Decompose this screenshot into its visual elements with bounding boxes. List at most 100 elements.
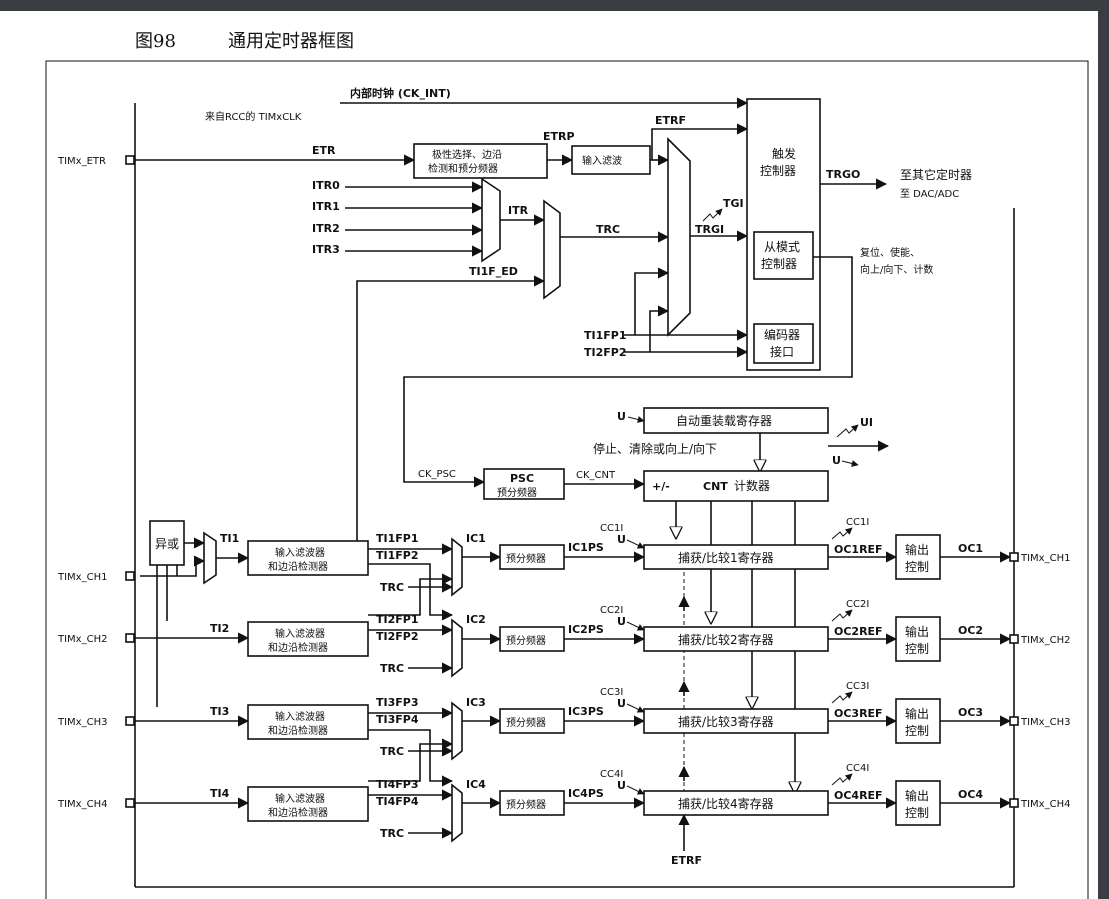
ch3-icps-label: IC3PS (568, 705, 604, 718)
ch1-ic-mux (451, 537, 463, 597)
ch2-fpb-label: TI2FP2 (376, 630, 418, 643)
ck-int-label: 内部时钟 (CK_INT) (350, 86, 451, 100)
ti4fp3-cross (368, 738, 454, 782)
polarity-line-1: 极性选择、边沿 (432, 148, 502, 161)
ch1-filter-line-1: 输入滤波器 (275, 546, 325, 559)
ch3-filter-line-1: 输入滤波器 (275, 710, 325, 723)
cnt-suffix-label: 计数器 (734, 478, 770, 493)
ch1-cci-in-label: CC1I (600, 523, 623, 534)
ch2-u-label: U (617, 615, 626, 628)
ch4-fpb-label: TI4FP4 (376, 795, 419, 808)
ch3-u-arrow (626, 703, 645, 713)
ch1-fpb-label: TI1FP2 (376, 549, 418, 562)
ch3-trc-label: TRC (380, 745, 404, 758)
ti3fp4-cross (368, 729, 454, 787)
itr0-label: ITR0 (312, 179, 340, 192)
psc-label: PSC (510, 472, 534, 485)
ch2-oc-label: OC2 (958, 624, 983, 637)
ch3-u-label: U (617, 697, 626, 710)
ch2-ic-mux (451, 618, 463, 678)
etr-filter-label: 输入滤波 (582, 154, 622, 167)
ch4-ccr-label: 捕获/比较4寄存器 (678, 796, 774, 811)
ch2-ccr-label: 捕获/比较2寄存器 (678, 632, 774, 647)
ch2-out-pin-icon (1009, 634, 1019, 644)
trgo-label: TRGO (826, 168, 860, 181)
slave-out-line-2: 向上/向下、计数 (860, 263, 933, 276)
ch4-cci-out-label: CC4I (846, 763, 869, 774)
ch2-pin-label: TIMx_CH2 (57, 634, 107, 645)
ch2-icps-label: IC2PS (568, 623, 604, 636)
ch4-filter-box (247, 786, 369, 822)
etrf-to-trigger (650, 123, 749, 161)
ch3-fpa-label: TI3FP3 (376, 696, 418, 709)
ch4-ic-label: IC4 (466, 778, 486, 791)
ch1-trc-label: TRC (380, 581, 404, 594)
encoder-line-1: 编码器 (764, 327, 800, 342)
slave-mode-line-1: 从模式 (764, 240, 800, 254)
ch3-out-pin-icon (1009, 716, 1019, 726)
arr-u-arrow (627, 416, 645, 423)
etrf-bottom-label: ETRF (671, 854, 702, 867)
ch4-pin-label: TIMx_CH4 (57, 799, 107, 810)
ch1-oc-label: OC1 (958, 542, 983, 555)
ch3-pin-label: TIMx_CH3 (57, 717, 107, 728)
slave-to-psc-line (403, 256, 853, 488)
ch2-cci-in-label: CC2I (600, 605, 623, 616)
ch1-pin-label: TIMx_CH1 (57, 572, 107, 583)
ch4-pin-icon (125, 798, 135, 808)
ch2-u-arrow (626, 621, 645, 631)
ch4-oc-label: OC4 (958, 788, 983, 801)
ch1-cci-out-label: CC1I (846, 517, 869, 528)
stop-clear-label: 停止、清除或向上/向下 (593, 441, 717, 456)
ch1-ocref-label: OC1REF (834, 543, 883, 556)
timer-block-diagram: 图98 通用定时器框图 内部时钟 (CK_INT) 来自RCC的 TIMxCLK… (45, 31, 1089, 899)
ch2-filter-line-2: 和边沿检测器 (268, 641, 328, 654)
slave-mode-box (753, 231, 814, 280)
ch1-output-ctrl-line-1: 输出 (905, 542, 929, 557)
xor-gate-label: 异或 (155, 537, 179, 551)
ti2fp1-cross (368, 573, 454, 616)
ch3-pin-icon (125, 716, 135, 726)
ui-label: UI (860, 416, 873, 429)
ti2-label: TI2 (210, 622, 229, 635)
etrf-label: ETRF (655, 114, 686, 127)
trc-mux (543, 199, 561, 300)
encoder-line-2: 接口 (770, 344, 794, 359)
ch3-cci-interrupt-icon (831, 691, 853, 704)
ch1-prescaler-box (499, 544, 565, 570)
update-u-arrow (841, 460, 859, 467)
ck-cnt-label: CK_CNT (576, 470, 616, 481)
ch2-trc-label: TRC (380, 662, 404, 675)
ch4-output-ctrl-line-1: 输出 (905, 788, 929, 803)
xor-gate-box (149, 520, 185, 566)
ti3-label: TI3 (210, 705, 229, 718)
channel-rows: TIMx_CH1输入滤波器和边沿检测器TI1FP1TI1FP2TRCIC1预分频… (57, 517, 1070, 843)
etr-pin-icon (125, 155, 135, 165)
ch4-u-label: U (617, 779, 626, 792)
ch4-output-ctrl-line-2: 控制 (905, 806, 929, 820)
ch3-fpb-label: TI3FP4 (376, 713, 419, 726)
trgo-dest-2: 至 DAC/ADC (900, 188, 959, 200)
ch3-output-ctrl-line-1: 输出 (905, 706, 929, 721)
itr3-label: ITR3 (312, 243, 340, 256)
ch4-icps-label: IC4PS (568, 787, 604, 800)
slave-mode-line-2: 控制器 (761, 257, 797, 271)
ti1f-ed-line (356, 275, 546, 541)
ti1-mux-label: TI1 (220, 532, 239, 545)
ch3-prescaler-label: 预分频器 (506, 716, 546, 729)
ch3-filter-box (247, 704, 369, 740)
ch1-out-pin-label: TIMx_CH1 (1020, 553, 1070, 564)
cnt-label: CNT (703, 480, 728, 493)
ch2-ic-label: IC2 (466, 613, 486, 626)
ch1-ccr-label: 捕获/比较1寄存器 (678, 550, 774, 565)
ch3-oc-label: OC3 (958, 706, 983, 719)
ch1-cci-interrupt-icon (831, 527, 853, 540)
ch1-pin-icon (125, 571, 135, 581)
ti1fp1-label: TI1FP1 (584, 329, 626, 342)
ch2-pin-icon (125, 633, 135, 643)
ch1-ic-label: IC1 (466, 532, 486, 545)
ch3-output-ctrl-line-2: 控制 (905, 724, 929, 738)
ti1-mux (203, 531, 217, 585)
ch4-trc-label: TRC (380, 827, 404, 840)
